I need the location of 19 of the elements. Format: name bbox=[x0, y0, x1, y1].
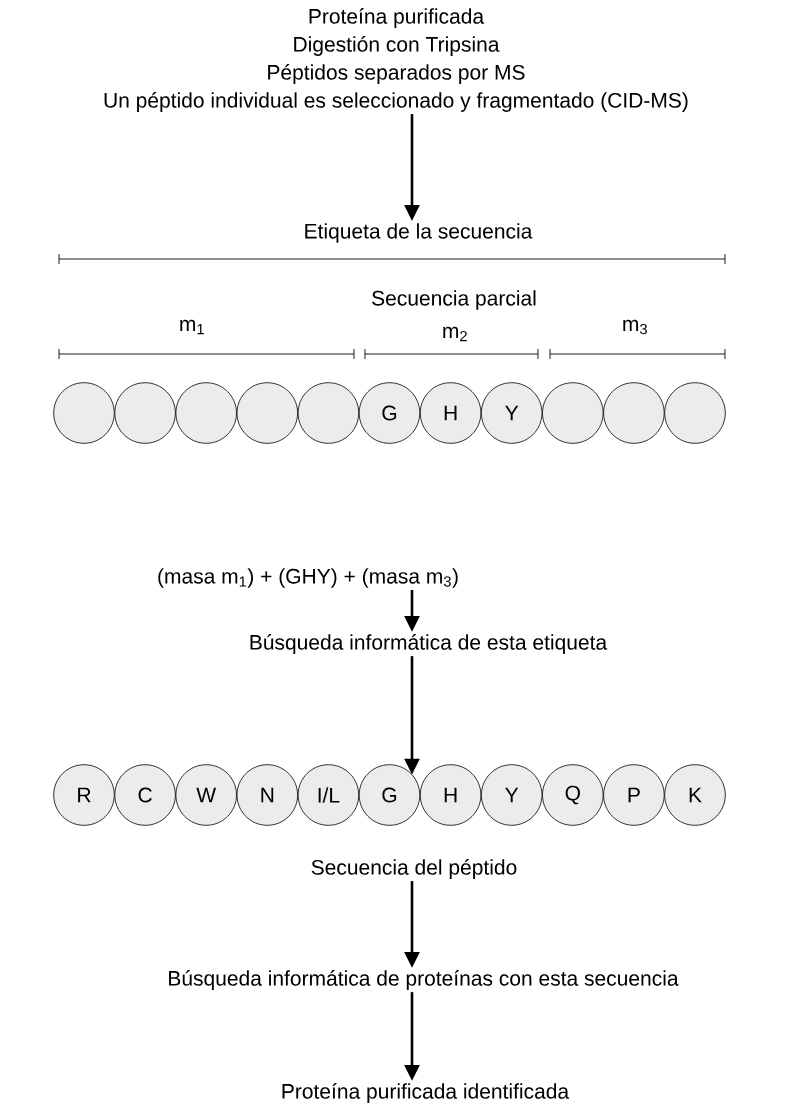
amino-acid-circle bbox=[542, 382, 604, 444]
step-text: (masa m$_{1}$) + (GHY) + (masa m$_{3}$) bbox=[158, 568, 458, 588]
amino-acid-circle bbox=[297, 382, 360, 444]
amino-acid-circle bbox=[664, 382, 726, 444]
amino-acid-circle bbox=[603, 382, 665, 444]
amino-acid-circle bbox=[53, 382, 115, 444]
step-text: Proteína purificada Digestión con Tripsina Péptidos separados por MS Un péptido individual es seleccionado y fragmentado (CID-MS) bbox=[104, 8, 688, 112]
amino-acid-circle bbox=[114, 382, 176, 444]
mass-label: m$_{1}$ bbox=[180, 319, 204, 335]
step-text: Proteína purificada identificada bbox=[282, 1083, 570, 1103]
step-text: Etiqueta de la secuencia bbox=[305, 223, 533, 243]
amino-acid-circle bbox=[236, 382, 298, 444]
step-text: Secuencia del péptido bbox=[311, 859, 517, 879]
amino-acid-circle bbox=[175, 382, 237, 444]
mass-label: m$_{3}$ bbox=[623, 319, 647, 335]
section-label: Secuencia parcial bbox=[372, 290, 536, 310]
mass-label: m$_{2}$ bbox=[443, 326, 467, 342]
step-text: Búsqueda informática de esta etiqueta bbox=[250, 634, 608, 654]
step-text: Búsqueda informática de proteínas con esta secuencia bbox=[169, 970, 679, 990]
